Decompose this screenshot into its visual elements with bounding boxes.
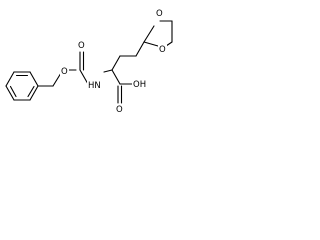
bond-acetal-o-bottom [143, 41, 159, 47]
bond-ring-6 [5, 85, 15, 101]
bond-alpha-carboxyl [111, 69, 121, 85]
bond-ring-1 [5, 71, 15, 87]
bond-acetal-o-top [143, 25, 155, 43]
atom-nh: HN [88, 81, 101, 91]
bond-n-alpha [103, 69, 113, 73]
atom-oh: OH [133, 80, 146, 90]
bond-chain-2-3 [135, 41, 145, 57]
bond-alpha-chain-1 [111, 55, 121, 71]
bond-carbonyl-n [79, 69, 89, 85]
benzene-ring [5, 71, 39, 101]
atom-o-carbamate-ester: O [61, 67, 68, 77]
atom-o-carbamate-double: O [78, 41, 85, 51]
bond-ch2-o [52, 72, 62, 87]
atom-labels: O O O O HN O OH [60, 8, 167, 115]
atom-o-ring-top: O [156, 9, 163, 19]
bond-ring-inner-2 [27, 85, 35, 98]
bond-ring-3 [29, 71, 39, 87]
bond-ring-4 [29, 85, 39, 101]
bond-ring-inner-3 [9, 85, 17, 98]
dioxolane-ring [143, 20, 173, 47]
atom-o-ring-bottom: O [159, 45, 166, 55]
atom-o-acid-double: O [116, 105, 123, 115]
molecular-structure-diagram: O O O O HN O OH [5, 8, 173, 115]
